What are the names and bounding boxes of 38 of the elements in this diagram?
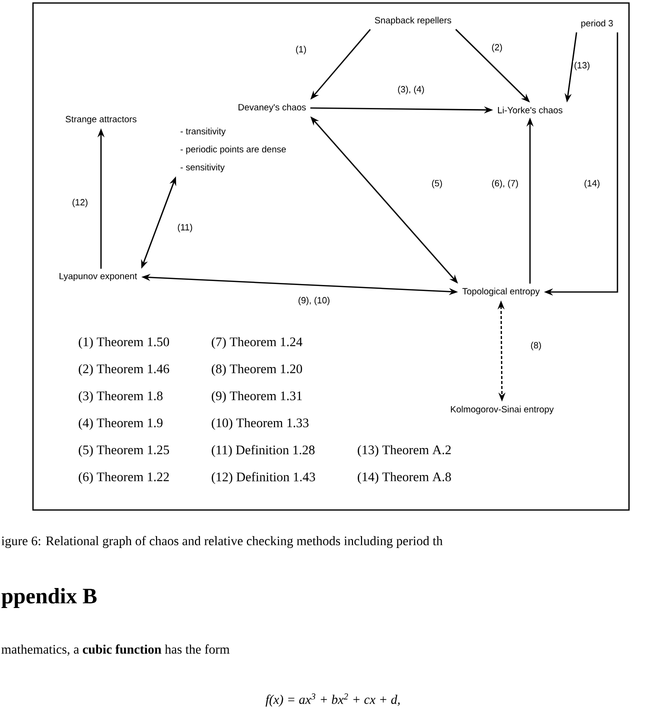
node-label: Strange attractors — [66, 116, 136, 124]
theorem-reference: (1) Theorem 1.50 — [78, 337, 170, 349]
node-label: Li-Yorke's chaos — [498, 106, 562, 114]
theorem-reference: (5) Theorem 1.25 — [78, 445, 170, 457]
edge-label: (1) — [294, 44, 308, 56]
property-list: - transitivity - periodic points are dense - sensitivity — [180, 128, 286, 172]
body-text: mathematics, a cubic function has the form — [1, 644, 230, 656]
edge-label: (2) — [490, 42, 504, 54]
edge-label: (14) — [583, 178, 601, 190]
theorem-reference: (11) Definition 1.28 — [212, 445, 315, 457]
node-label: Devaney's chaos — [238, 104, 306, 112]
figure-caption: igure 6: Relational graph of chaos and relative checking methods including period th — [1, 536, 443, 548]
node-label: Topological entropy — [462, 288, 540, 296]
edge-label: (9), (10) — [297, 296, 331, 306]
node-label: period 3 — [581, 20, 613, 28]
edge-label: (13) — [573, 60, 591, 72]
edge-label: (12) — [71, 198, 89, 208]
theorem-reference: (14) Theorem A.8 — [358, 472, 451, 484]
edge-label: (5) — [430, 178, 444, 190]
theorem-reference: (2) Theorem 1.46 — [78, 364, 170, 376]
theorem-reference: (8) Theorem 1.20 — [212, 364, 302, 376]
theorem-reference: (6) Theorem 1.22 — [78, 472, 169, 484]
theorem-reference: (9) Theorem 1.31 — [212, 391, 302, 403]
section-heading: ppendix B — [1, 588, 97, 608]
node-label: Kolmogorov-Sinai entropy — [450, 406, 554, 414]
theorem-reference: (12) Definition 1.43 — [212, 472, 316, 484]
theorem-reference: (13) Theorem A.2 — [358, 445, 451, 457]
edge-label: (11) — [176, 222, 194, 234]
theorem-reference: (7) Theorem 1.24 — [212, 337, 302, 349]
theorem-reference: (3) Theorem 1.8 — [78, 391, 163, 403]
edge-label: (3), (4) — [396, 84, 426, 96]
edge-label: (6), (7) — [490, 178, 520, 190]
theorem-reference: (10) Theorem 1.33 — [212, 418, 309, 430]
edge-label: (8) — [530, 340, 542, 352]
theorem-reference: (4) Theorem 1.9 — [78, 418, 162, 430]
node-label: Snapback repellers — [374, 16, 452, 26]
node-label: Lyapunov exponent — [60, 272, 138, 282]
equation: f(x) = ax$^{3}$ + bx$^{2}$ + cx + d, — [266, 693, 400, 707]
